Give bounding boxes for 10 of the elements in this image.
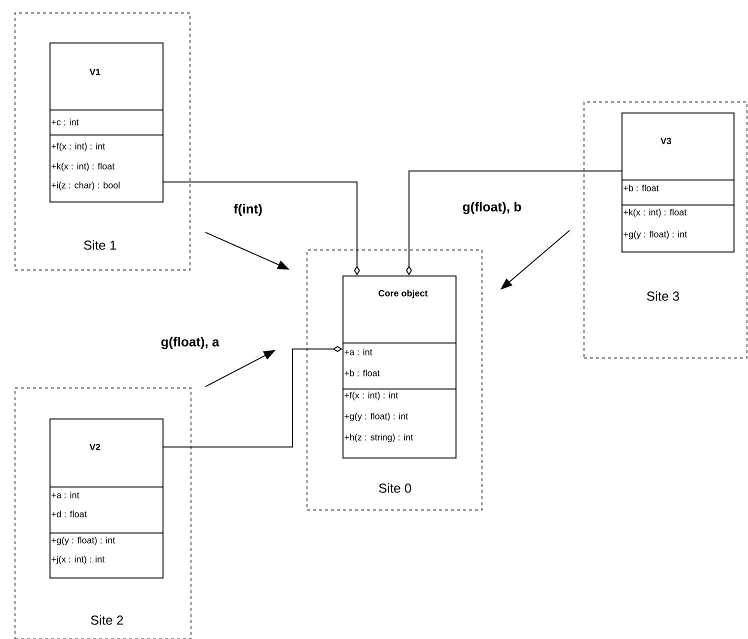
edge-label: g(float), a [161,336,220,350]
aggregation-line [163,346,342,448]
edge-label: g(float), b [462,202,522,214]
aggregation-line [163,182,360,276]
class-box: V3 +b : float +k(x : int) : float +g(y : float) : int [622,112,734,252]
class-box: Core object +a : int +b : float +f(x : int) : int +g(y : float) : int +h(z : string) : int [342,276,456,458]
edge-label: f(int) [234,204,262,216]
class-box: V2 +a : int +d : float +g(y : float) : int +j(x : int) : int [50,418,164,578]
class-box: V1 +c : int +f(x : int) : int +k(x : int) : float +i(z : char) : bool [50,42,164,202]
aggregation-line [406,170,622,276]
